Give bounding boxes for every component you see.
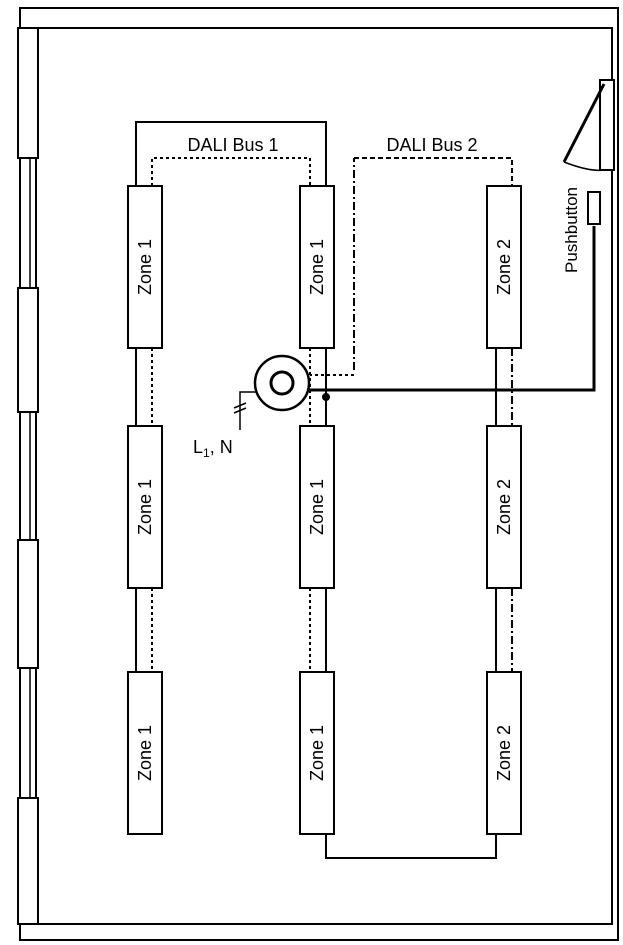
luminaire: Zone 1: [127, 185, 163, 349]
room-walls: [19, 7, 619, 941]
luminaire-zone-label: Zone 2: [494, 239, 514, 295]
door-swing-arc: [563, 161, 605, 172]
supply-label-rest: , N: [210, 437, 233, 457]
pushbutton-label: Pushbutton: [562, 187, 581, 273]
luminaire-body: [299, 671, 335, 835]
luminaire-body: [299, 185, 335, 349]
supply-label-subscript: 1: [203, 446, 210, 460]
luminaire: Zone 1: [299, 185, 335, 349]
luminaire-zone-label: Zone 1: [135, 479, 155, 535]
supply-feed: [233, 391, 258, 430]
window: [17, 27, 39, 159]
luminaire-zone-label: Zone 1: [307, 725, 327, 781]
door-opening: [599, 79, 615, 171]
luminaire: Zone 1: [299, 671, 335, 835]
luminaire-body: [486, 671, 522, 835]
dali-bus-1-solid-loop: [135, 121, 327, 186]
window: [17, 287, 39, 413]
luminaire: Zone 2: [486, 185, 522, 349]
dali-bus-1-dotted-loop: [151, 157, 311, 186]
controller-inner: [269, 370, 295, 396]
column-1-wiring: [135, 348, 153, 672]
luminaire-zone-label: Zone 1: [307, 239, 327, 295]
door-leaf: [562, 83, 606, 163]
luminaire: Zone 2: [486, 425, 522, 589]
column-3-wiring: [495, 348, 513, 672]
column-2-wiring: [309, 348, 327, 672]
dali-bus-1-label: DALI Bus 1: [187, 135, 278, 155]
dali-bus-2-label: DALI Bus 2: [386, 135, 477, 155]
luminaire: Zone 1: [299, 425, 335, 589]
luminaire-zone-label: Zone 1: [307, 479, 327, 535]
luminaire-zone-label: Zone 2: [494, 725, 514, 781]
pushbutton-cable: [306, 226, 596, 392]
luminaire-body: [127, 185, 163, 349]
luminaires: Zone 1 Zone 1 Zone 1 Zone 1 Zone 1 Zone 1 Zone…: [127, 185, 522, 835]
window: [17, 539, 39, 669]
luminaire: Zone 1: [127, 425, 163, 589]
luminaire-body: [127, 425, 163, 589]
luminaire-body: [486, 185, 522, 349]
windows: [17, 27, 39, 925]
luminaire-body: [127, 671, 163, 835]
luminaire-body: [299, 425, 335, 589]
controller: [253, 354, 311, 412]
window: [17, 797, 39, 925]
supply-label-main: L: [193, 437, 203, 457]
dali-bus-2-dotted: [354, 157, 513, 186]
bottom-link: [325, 834, 497, 859]
luminaire-body: [486, 425, 522, 589]
supply-label: L1, N: [193, 437, 233, 460]
luminaire-zone-label: Zone 1: [135, 725, 155, 781]
luminaire: Zone 2: [486, 671, 522, 835]
luminaire: Zone 1: [127, 671, 163, 835]
luminaire-zone-label: Zone 2: [494, 479, 514, 535]
outer-wall: [19, 7, 619, 941]
door: [562, 79, 615, 172]
pushbutton-device: [587, 191, 601, 225]
luminaire-zone-label: Zone 1: [135, 239, 155, 295]
inner-wall: [35, 27, 613, 925]
